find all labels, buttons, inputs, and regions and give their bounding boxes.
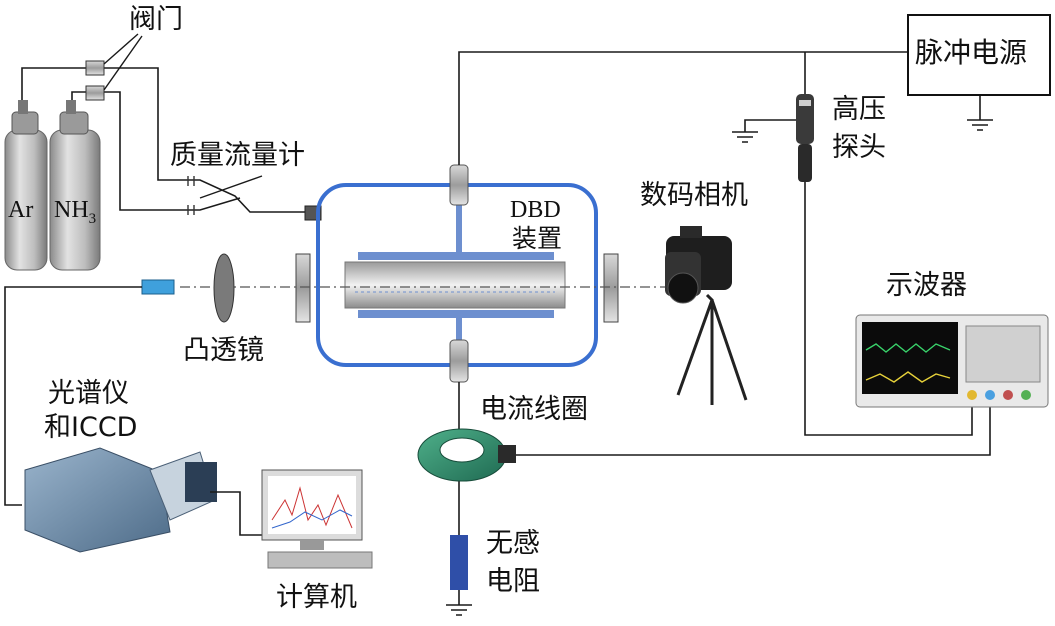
resistor-label-line2: 电阻 xyxy=(486,566,540,597)
dbd-label-line1: DBD xyxy=(510,197,561,223)
oscilloscope-device xyxy=(855,314,1049,408)
hv-probe-label-line1: 高压 xyxy=(832,94,886,125)
fiber-head xyxy=(141,279,175,295)
non-inductive-resistor xyxy=(450,535,468,590)
gas-cylinder-nh3 xyxy=(49,100,101,271)
dbd-label-line2: 装置 xyxy=(512,224,563,253)
data-cable xyxy=(210,491,270,536)
ground-symbols xyxy=(446,119,993,616)
computer-device xyxy=(261,469,373,569)
valve-label: 阀门 xyxy=(129,4,183,35)
spectrometer-iccd xyxy=(24,447,217,553)
nh3-text: NH xyxy=(54,197,89,223)
camera-label: 数码相机 xyxy=(640,180,748,211)
ar-label: Ar xyxy=(8,197,34,223)
pulse-power-supply-box xyxy=(907,14,1051,96)
current-coil-label: 电流线圈 xyxy=(480,394,588,425)
nh3-subscript: 3 xyxy=(88,210,97,227)
oscilloscope-label: 示波器 xyxy=(886,270,967,301)
digital-camera xyxy=(665,226,748,405)
computer-label: 计算机 xyxy=(276,582,357,613)
convex-lens xyxy=(213,253,235,323)
spectrometer-label-line1: 光谱仪 xyxy=(48,378,129,409)
electrical-wiring xyxy=(458,51,991,605)
pulse-power-label: 脉冲电源 xyxy=(915,36,1028,69)
current-coil xyxy=(417,428,516,482)
nh3-label: NH3 xyxy=(54,196,96,228)
gas-lines xyxy=(21,67,305,213)
dbd-chamber xyxy=(295,164,619,383)
spectrometer-label-line2: 和ICCD xyxy=(44,412,138,443)
resistor-label-line1: 无感 xyxy=(486,528,540,559)
hv-probe xyxy=(796,94,814,182)
valve-pointer xyxy=(103,33,143,91)
valve-nh3 xyxy=(85,85,105,101)
fiber-cable xyxy=(4,286,142,506)
lens-label: 凸透镜 xyxy=(183,335,264,366)
valve-ar xyxy=(85,60,105,76)
mass-flow-meter-label: 质量流量计 xyxy=(170,140,305,171)
mass-flow-meter xyxy=(187,175,263,215)
hv-probe-label-line2: 探头 xyxy=(832,132,886,163)
gas-cylinder-ar xyxy=(4,100,48,271)
